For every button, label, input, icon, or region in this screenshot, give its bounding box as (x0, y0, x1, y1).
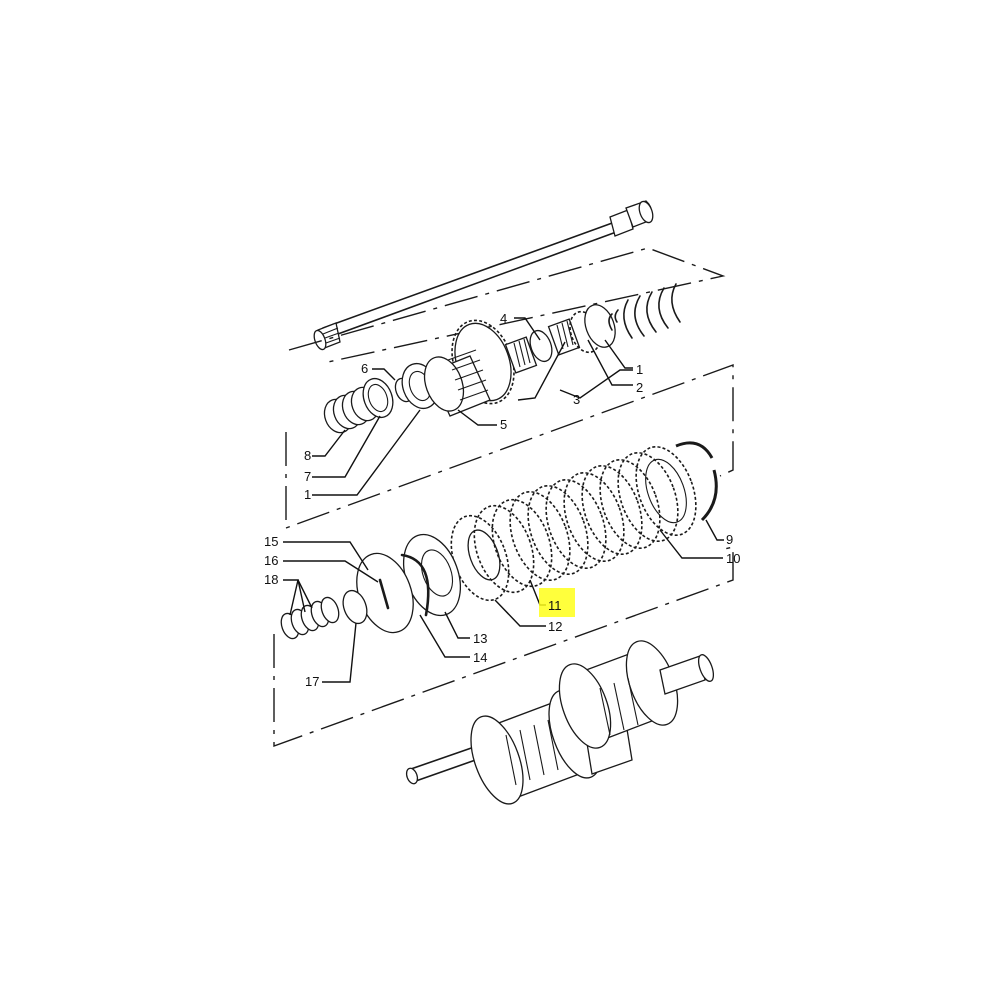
callout-12[interactable]: 12 (548, 619, 562, 634)
needle-bearing-part (504, 318, 581, 374)
callout-10[interactable]: 10 (726, 551, 740, 566)
upper-gear-group (323, 283, 681, 434)
leader-lines (283, 317, 724, 683)
drum-shaft-assembly (405, 640, 715, 805)
washer-part (362, 377, 394, 419)
callout-1-upper[interactable]: 1 (636, 362, 643, 377)
callout-2[interactable]: 2 (636, 380, 643, 395)
seal-ring-part (400, 553, 430, 617)
clutch-discs-part (450, 445, 697, 602)
dashed-group-outline-middle (285, 363, 734, 530)
callout-4[interactable]: 4 (500, 311, 507, 326)
callout-17[interactable]: 17 (305, 674, 319, 689)
belleville-washer-part (623, 283, 681, 339)
clutch-pack-group (280, 441, 718, 640)
dashed-group-outline-lower (273, 546, 734, 747)
split-ring-part (675, 441, 718, 522)
callout-5[interactable]: 5 (500, 417, 507, 432)
callout-15[interactable]: 15 (264, 534, 278, 549)
callout-8[interactable]: 8 (304, 448, 311, 463)
callout-11[interactable]: 11 (548, 598, 562, 613)
callout-16[interactable]: 16 (264, 553, 278, 568)
highlight-callout-11 (539, 588, 575, 617)
o-ring-part (342, 589, 368, 625)
callout-1-lower[interactable]: 1 (304, 487, 311, 502)
splined-shaft-part (313, 200, 654, 351)
callout-9[interactable]: 9 (726, 532, 733, 547)
helical-gear-part (423, 319, 515, 417)
callout-labels: 1 2 3 4 5 6 7 8 1 9 10 11 12 13 14 15 16… (264, 311, 740, 689)
callout-13[interactable]: 13 (473, 631, 487, 646)
callout-7[interactable]: 7 (304, 469, 311, 484)
callout-6[interactable]: 6 (361, 361, 368, 376)
callout-14[interactable]: 14 (473, 650, 487, 665)
callout-3[interactable]: 3 (573, 392, 580, 407)
spring-set-part (280, 596, 340, 640)
spacer-part (529, 329, 553, 363)
thrust-ring-part (584, 304, 616, 348)
callout-18[interactable]: 18 (264, 572, 278, 587)
